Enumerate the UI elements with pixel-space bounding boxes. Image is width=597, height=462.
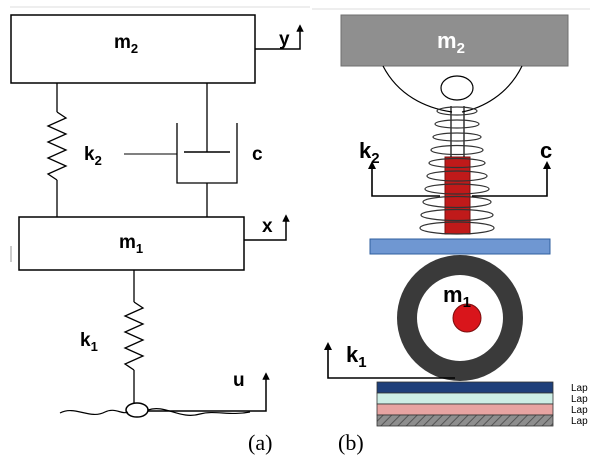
mount-curve-left bbox=[382, 65, 453, 113]
road-layer-3 bbox=[376, 403, 554, 416]
mount-bushing-icon bbox=[440, 75, 474, 101]
displacement-y-label: y bbox=[279, 29, 290, 50]
hub-icon bbox=[452, 303, 482, 333]
road-layer-4 bbox=[376, 414, 554, 427]
mass-m1-block bbox=[18, 216, 245, 271]
damper-c-label: c bbox=[252, 144, 263, 165]
spring-k1 bbox=[123, 270, 145, 404]
spring-k2-label-b: k2 bbox=[359, 138, 380, 167]
road-layer-label-1: Lap bbox=[571, 383, 588, 394]
road-layers: Lap Lap Lap Lap bbox=[376, 381, 588, 427]
caption-b: (b) bbox=[338, 430, 364, 455]
axle-plate-b bbox=[369, 238, 551, 255]
damper-c-label-b: c bbox=[540, 138, 552, 163]
road-layer-label-2: Lap bbox=[571, 394, 588, 405]
displacement-x-label: x bbox=[262, 216, 273, 237]
panel-a: m2 y k2 c m1 x bbox=[10, 6, 310, 455]
displacement-x-arrow bbox=[244, 214, 290, 241]
displacement-u-label: u bbox=[233, 370, 245, 391]
spring-k1-label: k1 bbox=[80, 330, 98, 354]
mass-m2-label-b: m2 bbox=[437, 28, 465, 57]
mass-m1-label-b: m1 bbox=[443, 282, 471, 311]
displacement-y-arrow bbox=[255, 24, 304, 50]
tire-k1-label-b: k1 bbox=[346, 342, 367, 371]
mass-m2-block-b bbox=[340, 14, 569, 67]
spring-k2 bbox=[46, 83, 68, 217]
road-profile-right bbox=[147, 408, 251, 416]
damper-c-arrow-b bbox=[472, 161, 551, 197]
road-layer-label-4: Lap bbox=[571, 416, 588, 427]
mass-m1-label: m1 bbox=[119, 232, 143, 256]
road-layer-1 bbox=[376, 381, 554, 394]
tire-k1-arrow-b bbox=[324, 342, 455, 379]
mass-m2-label: m2 bbox=[114, 32, 138, 56]
spring-k2-arrow-b bbox=[368, 161, 440, 197]
displacement-u-arrow bbox=[148, 372, 270, 412]
caption-a: (a) bbox=[248, 430, 272, 455]
spring-k2-label: k2 bbox=[84, 144, 102, 168]
coil-spring-b bbox=[419, 106, 495, 235]
damper-c bbox=[176, 83, 238, 217]
mount-curve-right bbox=[461, 65, 523, 113]
road-layer-2 bbox=[376, 392, 554, 405]
contact-wheel-icon bbox=[125, 402, 149, 418]
road-profile-left bbox=[59, 409, 129, 416]
road-layer-label-3: Lap bbox=[571, 405, 588, 416]
panel-b: m2 k2 c bbox=[312, 8, 590, 455]
damper-body-b bbox=[444, 156, 471, 235]
